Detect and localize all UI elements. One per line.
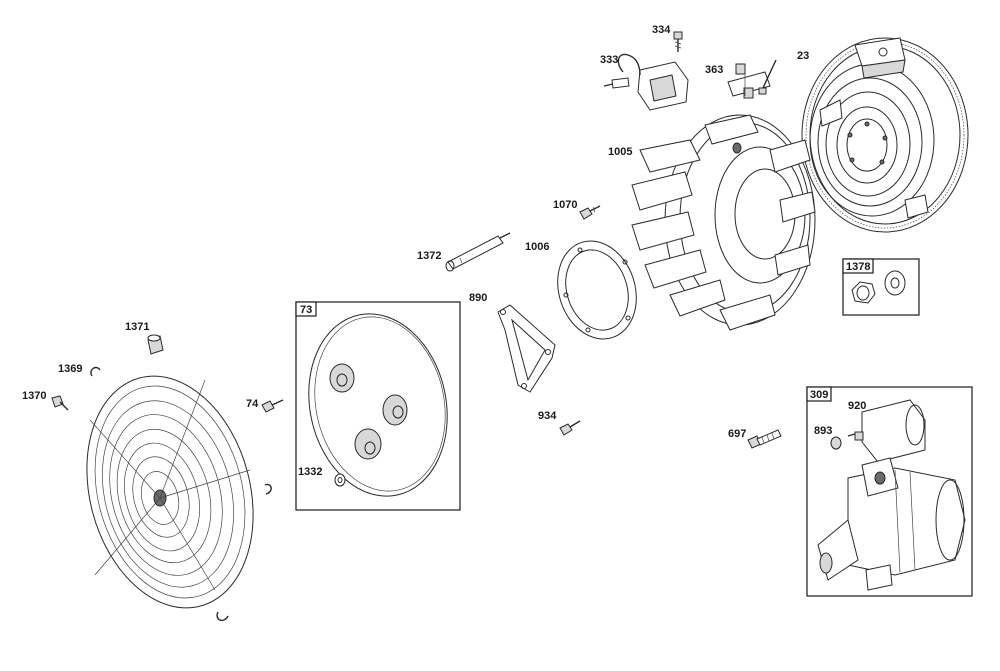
callout-333: 333 (600, 54, 618, 66)
cover-plate-frame (295, 301, 461, 511)
blower-fan-part-1005 (631, 114, 816, 331)
callout-1371: 1371 (125, 321, 149, 333)
screw-part-1370 (51, 395, 69, 411)
callout-334: 334 (652, 24, 671, 36)
callout-934: 934 (538, 410, 557, 422)
callout-1369: 1369 (58, 363, 82, 375)
tag-1378-frame (842, 258, 874, 274)
wire-guard-part-1369 (86, 366, 272, 622)
callout-1005: 1005 (608, 146, 632, 158)
bracket-part-890 (497, 304, 556, 393)
spacer-part-1371 (147, 334, 164, 355)
screw-part-74 (261, 399, 284, 413)
cover-plate-part-73 (308, 313, 448, 497)
nut-washer-frame (842, 258, 920, 316)
bolt-part-697 (747, 429, 782, 449)
callout-920: 920 (848, 400, 866, 412)
callout-697: 697 (728, 428, 746, 440)
standoff-part-1372 (445, 232, 511, 272)
screw-part-334 (673, 31, 683, 52)
nut-washer-part-1378 (851, 270, 906, 304)
nut-part-893 (830, 436, 842, 450)
callout-1378: 1378 (846, 261, 870, 273)
tag-73-frame (295, 301, 317, 317)
callout-74: 74 (246, 398, 259, 410)
bolt-part-1070 (579, 205, 601, 220)
callout-1006: 1006 (525, 241, 549, 253)
flywheel-part-23 (801, 37, 969, 233)
callout-1370: 1370 (22, 390, 46, 402)
callout-1332: 1332 (298, 466, 322, 478)
callout-1372: 1372 (417, 250, 441, 262)
callout-23: 23 (797, 50, 809, 62)
callout-363: 363 (705, 64, 723, 76)
callout-309: 309 (810, 389, 828, 401)
washer-part-1332 (334, 473, 346, 487)
callout-73: 73 (300, 304, 312, 316)
starter-motor-part-309 (817, 457, 966, 591)
callout-1070: 1070 (553, 199, 577, 211)
ignition-coil-part-333 (603, 53, 689, 111)
bracket-part-363 (727, 59, 777, 99)
solenoid-part-920 (847, 399, 926, 463)
gasket-part-1006 (557, 240, 637, 340)
callout-893: 893 (814, 425, 832, 437)
screw-part-934 (559, 420, 581, 436)
tag-309-frame (806, 386, 832, 402)
callout-890: 890 (469, 292, 487, 304)
starter-frame (806, 386, 973, 597)
